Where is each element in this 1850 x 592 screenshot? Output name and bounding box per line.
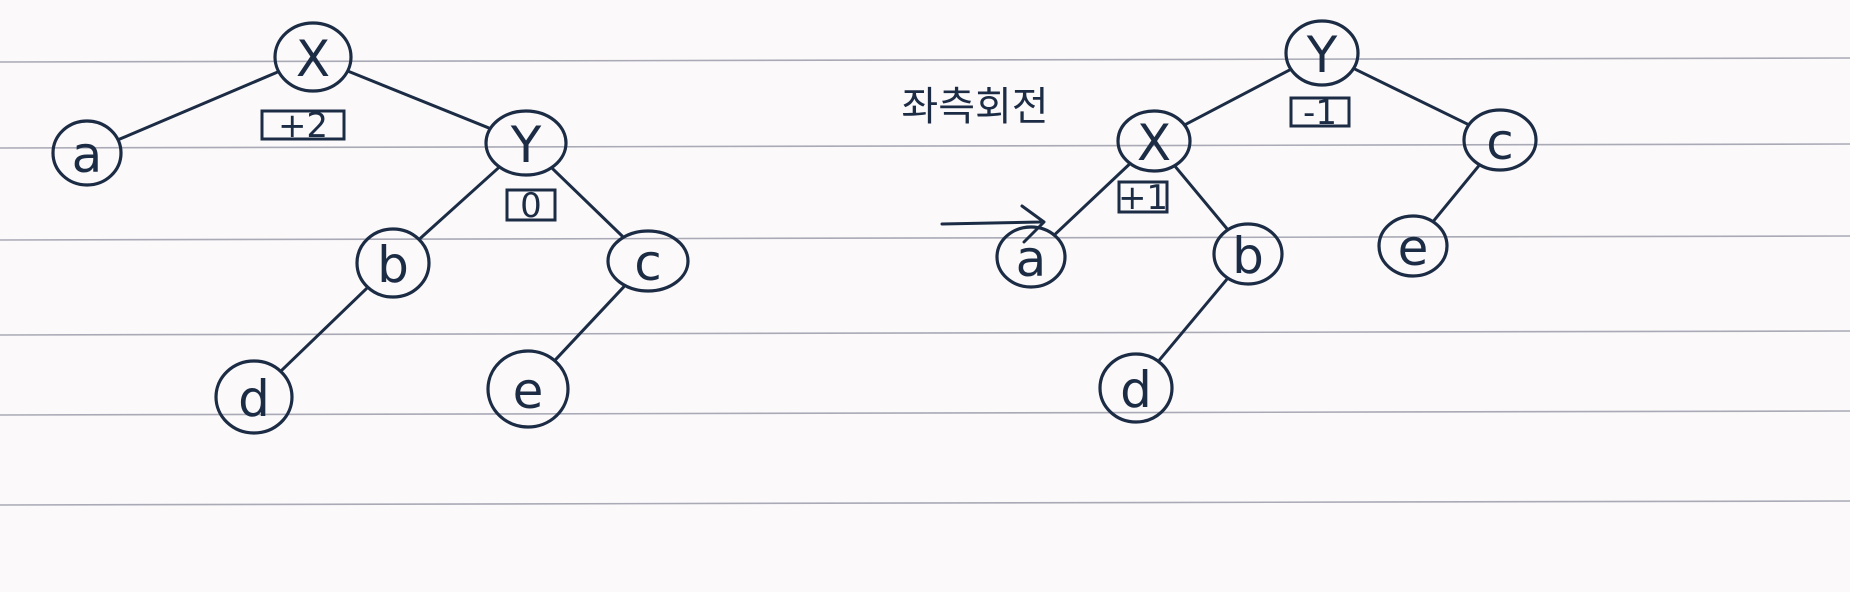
node-label: X (296, 30, 330, 88)
node-circle (214, 359, 294, 435)
edge-b-d (280, 287, 368, 372)
node-label: Y (1306, 26, 1338, 84)
balance-factor-y: -1 (1289, 93, 1351, 133)
node-c: c (1462, 108, 1538, 172)
node-label: a (1016, 230, 1047, 288)
node-label: Y (510, 116, 542, 174)
node-circle (51, 119, 123, 187)
edge-y-c (551, 167, 624, 238)
balance-value: 0 (520, 186, 542, 226)
node-label: e (513, 362, 544, 420)
balance-box (505, 188, 557, 222)
node-y: Y (1284, 19, 1360, 87)
node-label: d (1120, 361, 1152, 419)
node-b: b (355, 227, 431, 299)
ruled-line (0, 143, 1850, 149)
node-e: e (486, 349, 570, 429)
ruled-line (0, 235, 1850, 241)
edge-x-a (1054, 163, 1131, 236)
balance-box (260, 109, 346, 141)
balance-value: +1 (1118, 178, 1168, 218)
balance-value: -1 (1303, 93, 1337, 133)
node-a: a (51, 119, 123, 187)
node-circle (995, 225, 1067, 289)
node-d: d (214, 359, 294, 435)
balance-box (1117, 180, 1169, 214)
edge-c-e (554, 285, 626, 361)
node-label: c (634, 234, 662, 292)
node-label: a (72, 126, 103, 184)
node-circle (1284, 19, 1360, 87)
edge-y-c (1353, 67, 1469, 126)
edge-x-y (347, 70, 490, 130)
node-circle (355, 227, 431, 299)
node-x: X (1116, 109, 1192, 173)
node-circle (1212, 222, 1284, 286)
node-label: X (1137, 114, 1171, 172)
ruled-line (0, 500, 1850, 506)
edge-b-d (1158, 278, 1229, 362)
edge-x-a (118, 70, 279, 141)
node-circle (606, 229, 690, 293)
node-label: b (1232, 227, 1264, 285)
ruled-line (0, 410, 1850, 416)
node-label: c (1486, 113, 1514, 171)
balance-factor-y: 0 (505, 186, 557, 226)
node-a: a (995, 225, 1067, 289)
edge-x-b (1174, 165, 1229, 230)
balance-box (1289, 96, 1351, 128)
node-circle (486, 349, 570, 429)
node-label: e (1398, 219, 1429, 277)
right-arrow-icon (940, 204, 1046, 244)
node-circle (1098, 352, 1174, 424)
ruled-line (0, 330, 1850, 336)
node-circle (484, 109, 568, 177)
node-x: X (273, 21, 353, 93)
node-e: e (1377, 214, 1449, 278)
node-c: c (606, 229, 690, 293)
node-circle (1462, 108, 1538, 172)
ruled-line (0, 57, 1850, 63)
edge-y-x (1184, 68, 1291, 126)
node-y: Y (484, 109, 568, 177)
node-circle (1116, 109, 1192, 173)
operation-label: 좌측회전 (901, 84, 1048, 130)
node-label: d (238, 370, 270, 428)
node-label: b (377, 236, 409, 294)
edge-c-e (1432, 164, 1480, 222)
node-b: b (1212, 222, 1284, 286)
balance-value: +2 (278, 106, 328, 146)
node-circle (1377, 214, 1449, 278)
node-circle (273, 21, 353, 93)
edge-y-b (419, 166, 500, 240)
node-d: d (1098, 352, 1174, 424)
balance-factor-x: +1 (1117, 178, 1169, 218)
balance-factor-x: +2 (260, 106, 346, 146)
